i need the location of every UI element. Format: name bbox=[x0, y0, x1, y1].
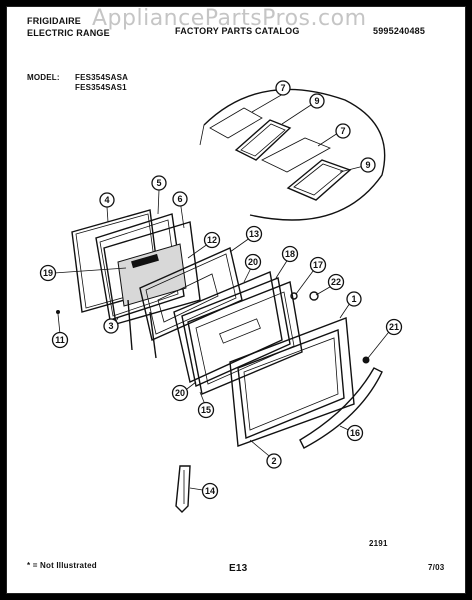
door-hinge bbox=[175, 465, 191, 513]
door-liner bbox=[95, 213, 201, 325]
callout-14: 14 bbox=[201, 482, 219, 500]
window-glass-lower bbox=[261, 137, 331, 173]
svg-text:22: 22 bbox=[331, 277, 341, 287]
svg-text:11: 11 bbox=[55, 335, 65, 345]
bumper bbox=[309, 291, 319, 301]
svg-text:7: 7 bbox=[340, 126, 345, 136]
small-hardware bbox=[56, 291, 370, 364]
callout-7a: 7 bbox=[275, 80, 291, 96]
callout-9a: 9 bbox=[309, 93, 325, 109]
svg-text:18: 18 bbox=[285, 249, 295, 259]
figure-number: 2191 bbox=[369, 539, 388, 548]
svg-text:12: 12 bbox=[207, 235, 217, 245]
product-name: ELECTRIC RANGE bbox=[27, 28, 110, 38]
page-number: E13 bbox=[229, 563, 248, 574]
callout-19: 19 bbox=[39, 264, 57, 282]
callout-2: 2 bbox=[266, 453, 282, 469]
svg-text:13: 13 bbox=[249, 229, 259, 239]
door-frame bbox=[127, 247, 243, 359]
model-number-2: FES354SAS1 bbox=[75, 83, 127, 92]
callout-4: 4 bbox=[99, 192, 115, 208]
window-gasket-top bbox=[234, 119, 292, 161]
callout-13: 13 bbox=[245, 225, 263, 243]
svg-text:6: 6 bbox=[177, 194, 182, 204]
svg-text:19: 19 bbox=[43, 268, 53, 278]
model-label: MODEL: bbox=[27, 73, 60, 82]
svg-text:21: 21 bbox=[389, 322, 399, 332]
screw-not-illustrated bbox=[56, 310, 60, 314]
svg-text:4: 4 bbox=[104, 195, 109, 205]
model-number-1: FES354SASA bbox=[75, 73, 129, 82]
screw bbox=[290, 292, 298, 300]
svg-text:17: 17 bbox=[313, 260, 323, 270]
window-inset bbox=[199, 88, 386, 221]
callout-17: 18 bbox=[281, 245, 299, 263]
svg-text:3: 3 bbox=[108, 321, 113, 331]
callout-1: 1 bbox=[346, 291, 362, 307]
svg-text:15: 15 bbox=[201, 405, 211, 415]
callout-11: 11 bbox=[51, 331, 69, 349]
callout-22: 22 bbox=[327, 273, 345, 291]
outer-door-frame bbox=[229, 317, 355, 447]
window-glass-top bbox=[209, 107, 263, 139]
callout-7b: 7 bbox=[335, 123, 351, 139]
parts-sheet: FRIGIDAIRE ELECTRIC RANGE FACTORY PARTS … bbox=[6, 6, 466, 594]
callout-5: 5 bbox=[151, 175, 167, 191]
callout-20b: 20 bbox=[171, 384, 189, 402]
handle-spacer bbox=[362, 356, 370, 364]
window-gasket-lower bbox=[286, 159, 352, 201]
callout-3: 3 bbox=[103, 318, 119, 334]
revision-date: 7/03 bbox=[428, 563, 445, 572]
callout-6: 6 bbox=[172, 191, 188, 207]
svg-text:20: 20 bbox=[175, 388, 185, 398]
door-handle bbox=[299, 367, 383, 449]
callout-15: 15 bbox=[197, 401, 215, 419]
svg-text:20: 20 bbox=[248, 257, 258, 267]
not-illustrated-note: * = Not Illustrated bbox=[27, 561, 97, 570]
callout-12: 12 bbox=[203, 231, 221, 249]
svg-text:9: 9 bbox=[314, 96, 319, 106]
watermark: AppliancePartsPros.com bbox=[92, 6, 367, 31]
svg-text:7: 7 bbox=[280, 83, 285, 93]
svg-text:5: 5 bbox=[156, 178, 161, 188]
door-insulation bbox=[173, 271, 303, 395]
brand-name: FRIGIDAIRE bbox=[27, 16, 82, 26]
svg-text:16: 16 bbox=[350, 428, 360, 438]
svg-text:2: 2 bbox=[271, 456, 276, 466]
callout-21: 21 bbox=[385, 318, 403, 336]
svg-text:14: 14 bbox=[205, 486, 215, 496]
leader-lines bbox=[53, 93, 393, 492]
callout-9b: 9 bbox=[360, 157, 376, 173]
callout-16: 16 bbox=[346, 424, 364, 442]
callout-20a: 20 bbox=[244, 253, 262, 271]
doc-number: 5995240485 bbox=[373, 26, 426, 36]
callout-18: 17 bbox=[309, 256, 327, 274]
catalog-title: FACTORY PARTS CATALOG bbox=[175, 26, 300, 36]
svg-text:9: 9 bbox=[365, 160, 370, 170]
svg-text:1: 1 bbox=[351, 294, 356, 304]
